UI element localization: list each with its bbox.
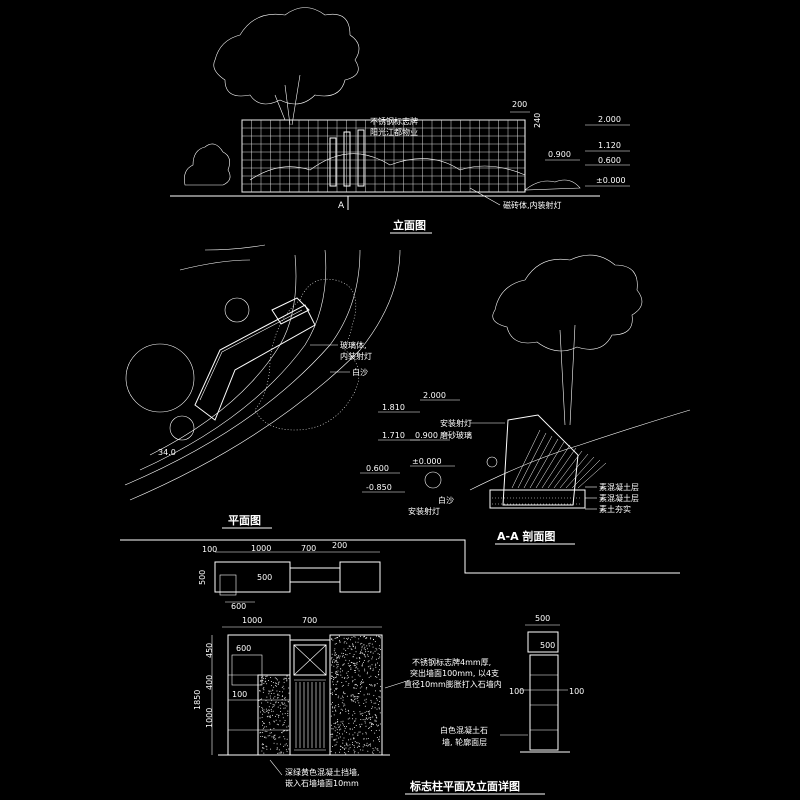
sand-area: [254, 278, 360, 431]
section-tree-canopy: [492, 254, 643, 352]
elevation-title: 立面图: [393, 218, 426, 232]
plan-label-glass-1: 玻璃体,: [340, 340, 367, 350]
svg-text:2.000: 2.000: [598, 115, 621, 124]
svg-text:400: 400: [205, 675, 214, 690]
svg-text:±0.000: ±0.000: [412, 457, 442, 466]
plan-label-sand: 白沙: [352, 367, 368, 377]
svg-text:1000: 1000: [251, 544, 271, 553]
note-stone-1: 白色混凝土石: [440, 725, 488, 735]
svg-text:0.900: 0.900: [415, 431, 438, 440]
section-label-lamp-top: 安装射灯: [440, 418, 472, 428]
note-sign-3: 直径10mm膨胀打入石墙内: [404, 679, 502, 689]
svg-text:450: 450: [205, 643, 214, 658]
section-label-sand: 白沙: [438, 495, 454, 505]
svg-text:500: 500: [257, 573, 272, 582]
note-sign-2: 突出墙面100mm, 以4支: [410, 668, 499, 678]
svg-text:500: 500: [535, 614, 550, 623]
svg-text:-0.850: -0.850: [366, 483, 392, 492]
elev-label-glass: 磁砖体,内装射灯: [503, 200, 562, 210]
plan-view: 玻璃体, 内装射灯 白沙 34.0 平面图: [124, 244, 401, 529]
svg-text:100: 100: [569, 687, 584, 696]
detail-plan: 100 1000 700 200 500 500 600: [198, 541, 381, 611]
svg-text:1.810: 1.810: [382, 403, 405, 412]
section-layer-2: 素混凝土层: [599, 493, 639, 503]
svg-text:600: 600: [231, 602, 246, 611]
elev-label-sign: 不锈钢标志牌: [370, 116, 418, 126]
section-wall: [502, 414, 579, 506]
section-mark-a: A: [338, 201, 345, 211]
note-stone-2: 墙, 轮廓面层: [442, 737, 487, 747]
svg-text:200: 200: [332, 541, 347, 550]
elevation-view: 不锈钢标志牌 阳光江都物业 200 240 2.000 1.120 0.600 …: [170, 7, 630, 234]
detail-title: 标志柱平面及立面详图: [409, 779, 520, 793]
svg-text:700: 700: [301, 544, 316, 553]
elev-levels: 2.000 1.120 0.600 ±0.000 0.900: [545, 115, 630, 187]
note-bottom-2: 嵌入石墙墙面10mm: [285, 778, 359, 788]
svg-text:100: 100: [202, 545, 217, 554]
svg-text:100: 100: [232, 690, 247, 699]
svg-text:0.600: 0.600: [598, 156, 621, 165]
section-layer-1: 素混凝土层: [599, 482, 639, 492]
svg-text:±0.000: ±0.000: [596, 176, 626, 185]
plan-wall: [194, 304, 316, 421]
shrub: [184, 143, 231, 186]
section-title: A-A 剖面图: [497, 529, 555, 543]
svg-text:1.120: 1.120: [598, 141, 621, 150]
plan-contour-label: 34.0: [158, 448, 176, 457]
svg-text:0.600: 0.600: [366, 464, 389, 473]
detail-elevation: 1000 700 1850 450 400 1000 600 100 不锈钢标志…: [193, 616, 502, 788]
tree-canopy: [213, 7, 360, 105]
svg-text:600: 600: [236, 644, 251, 653]
frame-divider: [120, 539, 680, 574]
section-layer-3: 素土夯实: [599, 504, 631, 514]
svg-text:500: 500: [540, 641, 555, 650]
elev-dim-200: 200: [512, 100, 527, 109]
sign-plate: [293, 644, 327, 676]
elev-label-company: 阳光江都物业: [370, 127, 418, 137]
elev-dim-240: 240: [533, 113, 542, 128]
section-label-lamp-bottom: 安装射灯: [408, 506, 440, 516]
note-bottom-1: 深绿黄色混凝土挡墙,: [285, 767, 360, 777]
svg-text:1850: 1850: [193, 690, 202, 710]
section-label-frosted: 磨砂玻璃: [440, 430, 472, 440]
svg-text:100: 100: [509, 687, 524, 696]
svg-text:700: 700: [302, 616, 317, 625]
detail-side: 500 500 100 100 白色混凝土石 墙, 轮廓面层: [440, 614, 584, 753]
plan-title: 平面图: [228, 514, 261, 527]
plan-tree: [125, 343, 195, 413]
svg-text:500: 500: [198, 570, 207, 585]
svg-text:1.710: 1.710: [382, 431, 405, 440]
svg-text:1000: 1000: [242, 616, 262, 625]
section-levels: 1.810 1.710 0.600 -0.850 2.000 0.900 ±0.…: [360, 391, 460, 493]
section-view: 1.810 1.710 0.600 -0.850 2.000 0.900 ±0.…: [360, 254, 691, 545]
svg-text:0.900: 0.900: [548, 150, 571, 159]
svg-text:1000: 1000: [205, 708, 214, 728]
note-sign-1: 不锈钢标志牌4mm厚,: [412, 657, 491, 667]
plan-label-glass-2: 内装射灯: [340, 351, 372, 361]
svg-text:2.000: 2.000: [423, 391, 446, 400]
stone-wall: [329, 634, 383, 756]
